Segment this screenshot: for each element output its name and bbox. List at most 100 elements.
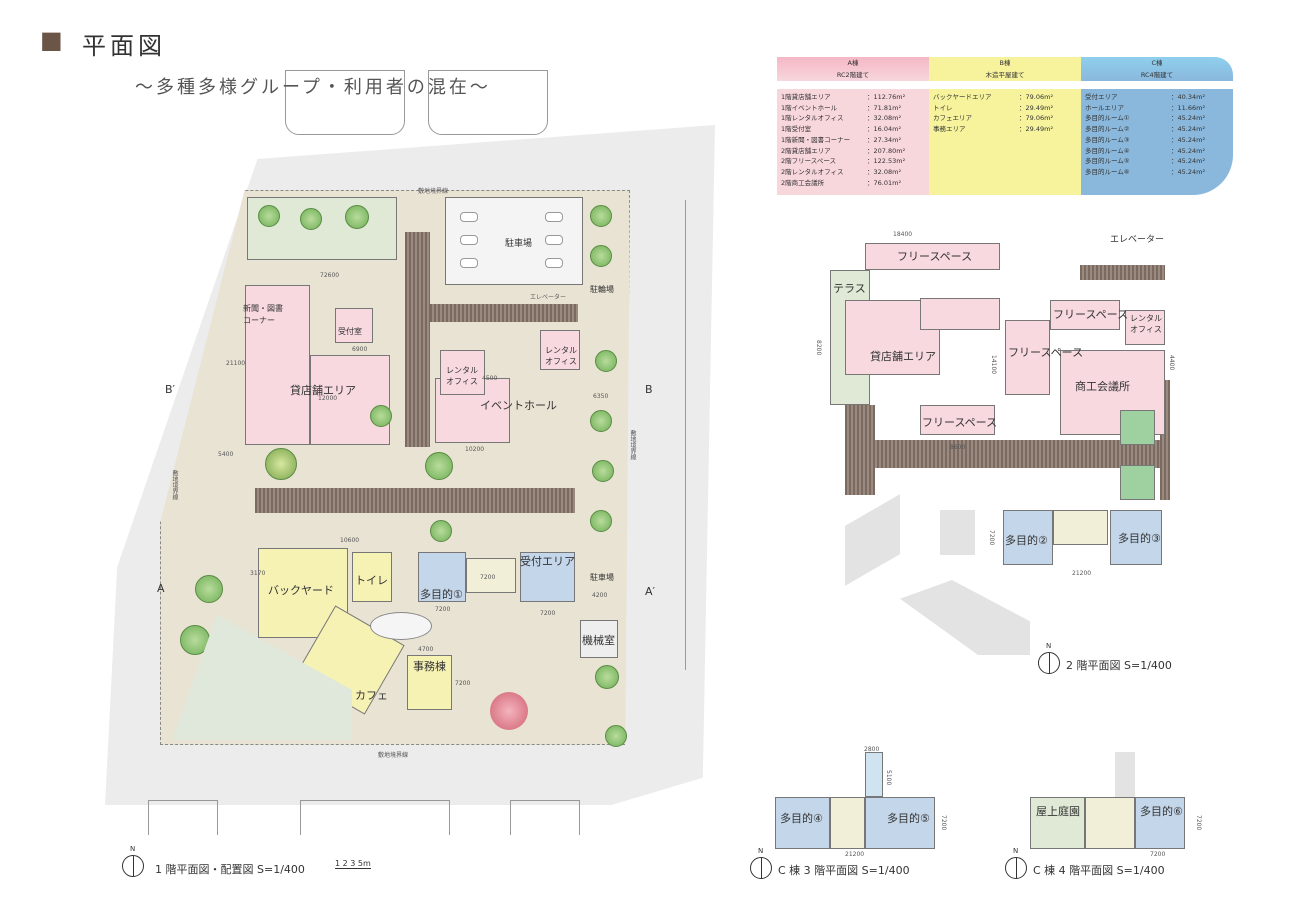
dim: 3170 [250, 570, 266, 577]
area-value: ：27.34m² [867, 135, 902, 144]
dim: 10600 [340, 537, 360, 544]
area-value: ：16.04m² [867, 125, 902, 134]
machine-room-label: 機械室 [582, 634, 615, 647]
dim: 10200 [465, 446, 485, 453]
area-value: ：45.24m² [1171, 146, 1206, 155]
dim: 7200 [455, 680, 471, 687]
north-arrow-icon [750, 847, 772, 879]
retail-area-2f-label: 貸店舗エリア [870, 350, 936, 363]
section-mark-a: A [157, 582, 165, 595]
roof-garden-label: 屋上庭園 [1036, 805, 1080, 818]
dim: 7200 [1195, 815, 1202, 831]
free-space-1-label: フリースペース [897, 250, 973, 263]
dim: 4500 [482, 375, 498, 382]
area-name: カフェエリア [933, 114, 972, 123]
col-name: C棟 [1151, 59, 1163, 67]
area-row: 多目的ルーム⑥ ：45.24m² [1085, 167, 1229, 178]
area-name: 2階フリースペース [781, 157, 837, 166]
area-row: 多目的ルーム④ ：45.24m² [1085, 146, 1229, 157]
area-value: ：45.24m² [1171, 157, 1206, 166]
dim: 7200 [940, 815, 947, 831]
col-name: B棟 [999, 59, 1011, 67]
dim: 21200 [845, 851, 865, 858]
section-mark-b: B [645, 383, 653, 396]
area-name: 2階貸店舗エリア [781, 146, 831, 155]
dim: 8600 [950, 444, 966, 451]
area-name: 多目的ルーム④ [1085, 146, 1130, 155]
area-value: ：122.53m² [867, 157, 906, 166]
area-row: 1階新聞・図書コーナー ：27.34m² [781, 135, 925, 146]
area-row: 多目的ルーム⑤：45.24m² [1085, 156, 1229, 167]
area-row: 1階貸店舗エリア ：112.76m² [781, 92, 925, 103]
area-row: 1階受付室：16.04m² [781, 124, 925, 135]
parking-2-label: 駐車場 [590, 573, 614, 582]
area-name: 2階商工会議所 [781, 178, 825, 187]
area-name: 多目的ルーム③ [1085, 135, 1130, 144]
area-name: 受付エリア [1085, 93, 1118, 101]
area-row: 多目的ルーム②：45.24m² [1085, 124, 1229, 135]
area-row: 1階イベントホール：71.81m² [781, 103, 925, 114]
area-row: 2階フリースペース ：122.53m² [781, 156, 925, 167]
newspaper-corner-label: 新聞・図書 コーナー [243, 304, 283, 325]
reception-area-label: 受付エリア [520, 555, 575, 568]
north-arrow-icon [122, 845, 144, 877]
area-value: ：29.49m² [1019, 125, 1054, 134]
area-row: 2階レンタルオフィス：32.08m² [781, 167, 925, 178]
area-name: バックヤードエリア [933, 93, 992, 101]
area-row: バックヤードエリア：79.06m² [933, 92, 1077, 103]
area-row: 2階商工会議所：76.01m² [781, 178, 925, 189]
rental-office-label: レンタル オフィス [446, 366, 478, 386]
page-subtitle: ～多種多様グループ・利用者の混在～ [135, 77, 491, 98]
area-name: 多目的ルーム⑥ [1085, 167, 1130, 176]
area-name: 1階貸店舗エリア [781, 93, 831, 101]
area-row: 事務エリア ：29.49m² [933, 124, 1077, 135]
north-arrow-icon [1005, 847, 1027, 879]
dim: 7200 [435, 606, 451, 613]
section-mark-b-prime: B′ [165, 383, 176, 396]
area-value: ：32.08m² [867, 167, 902, 176]
area-value: ：112.76m² [867, 93, 906, 101]
dim: 5400 [218, 451, 234, 458]
dim: 6350 [593, 393, 609, 400]
col-structure: 木造平屋建て [985, 71, 1025, 79]
free-space-4-label: フリースペース [922, 416, 998, 429]
dim: 14100 [990, 355, 997, 375]
col-structure: RC4階建て [1140, 71, 1174, 79]
area-name: 多目的ルーム① [1085, 114, 1130, 123]
north-arrow-icon [1038, 642, 1060, 674]
dim: 7200 [988, 530, 995, 546]
free-space-3-label: フリースペース [1008, 346, 1084, 359]
area-name: 事務エリア [933, 125, 966, 134]
plan3-caption: C 棟 3 階平面図 S=1/400 [778, 864, 910, 877]
plan4-caption: C 棟 4 階平面図 S=1/400 [1033, 864, 1165, 877]
area-name: 多目的ルーム② [1085, 125, 1130, 134]
area-value: ：45.24m² [1171, 167, 1206, 176]
boundary-top-label: 敷地境界線 [418, 188, 449, 195]
scale-bar: 1 2 3 5m [335, 859, 371, 869]
area-row: カフェエリア：79.06m² [933, 113, 1077, 124]
cafe-label: カフェ [355, 689, 388, 702]
event-hall-label: イベントホール [480, 399, 557, 412]
area-value: ：40.34m² [1171, 93, 1206, 101]
rental-office-label-2: レンタル オフィス [545, 346, 577, 366]
multipurpose-6-label: 多目的⑥ [1140, 805, 1183, 818]
neighbor-building [428, 70, 548, 135]
area-row: 受付エリア ：40.34m² [1085, 92, 1229, 103]
area-row: 多目的ルーム①：45.24m² [1085, 113, 1229, 124]
reception-room-label: 受付室 [338, 327, 362, 336]
elevator-label: エレベーター [530, 294, 567, 301]
neighbor-building [285, 70, 405, 135]
title-marker: ■ [40, 26, 63, 54]
retail-area-label: 貸店舗エリア [290, 384, 356, 397]
area-name: 1階新聞・図書コーナー [781, 135, 851, 144]
dim: 8200 [815, 340, 822, 356]
dim: 6900 [352, 346, 368, 353]
col-structure: RC2階建て [836, 71, 870, 79]
area-row: トイレ：29.49m² [933, 103, 1077, 114]
area-row: 1階レンタルオフィス：32.08m² [781, 113, 925, 124]
office-building-label: 事務棟 [413, 660, 446, 673]
multipurpose-3-label: 多目的③ [1118, 532, 1161, 545]
